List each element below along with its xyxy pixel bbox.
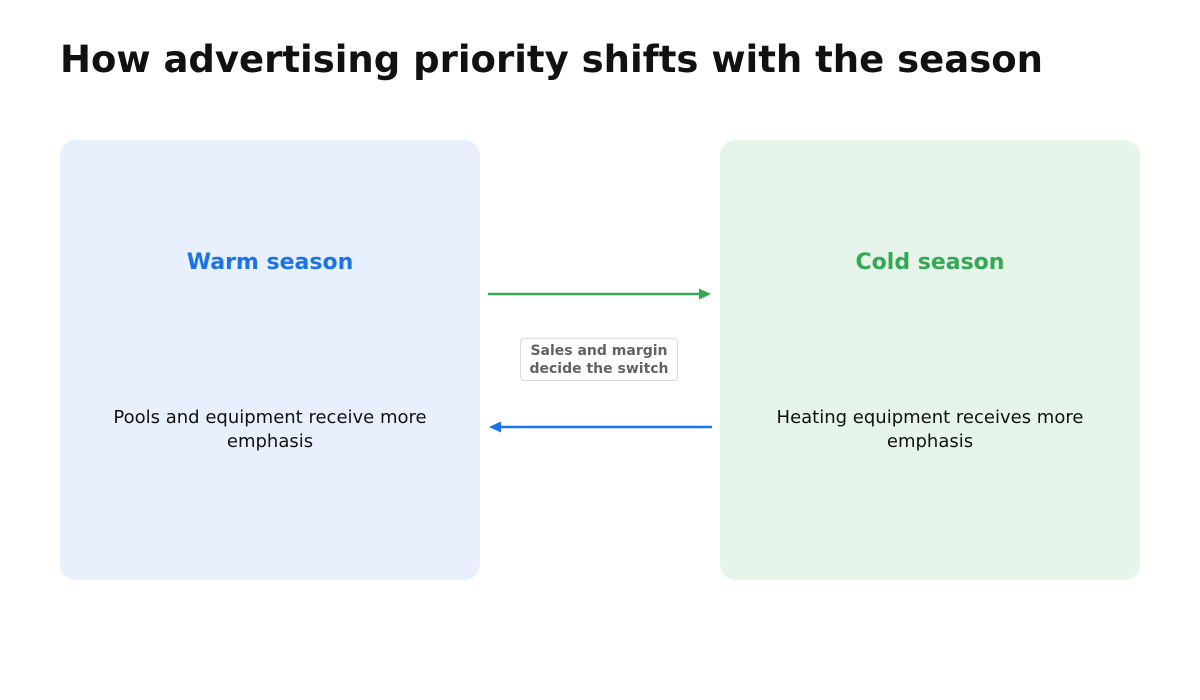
switch-condition-label: Sales and margin decide the switch	[520, 338, 678, 381]
cold-season-panel: Cold season Heating equipment receives m…	[720, 140, 1140, 580]
cold-to-warm-arrow	[489, 421, 712, 433]
switch-label-line-2: decide the switch	[529, 361, 669, 377]
warm-season-heading: Warm season	[186, 250, 354, 275]
cold-season-description: Heating equipment receives more emphasis	[776, 407, 1084, 452]
warm-to-cold-arrow	[488, 288, 711, 300]
warm-season-panel: Warm season Pools and equipment receive …	[60, 140, 480, 580]
cold-season-heading: Cold season	[855, 250, 1005, 275]
diagram-title: How advertising priority shifts with the…	[60, 38, 1043, 81]
switch-label-line-1: Sales and margin	[530, 343, 668, 359]
warm-season-description: Pools and equipment receive more emphasi…	[113, 407, 427, 452]
